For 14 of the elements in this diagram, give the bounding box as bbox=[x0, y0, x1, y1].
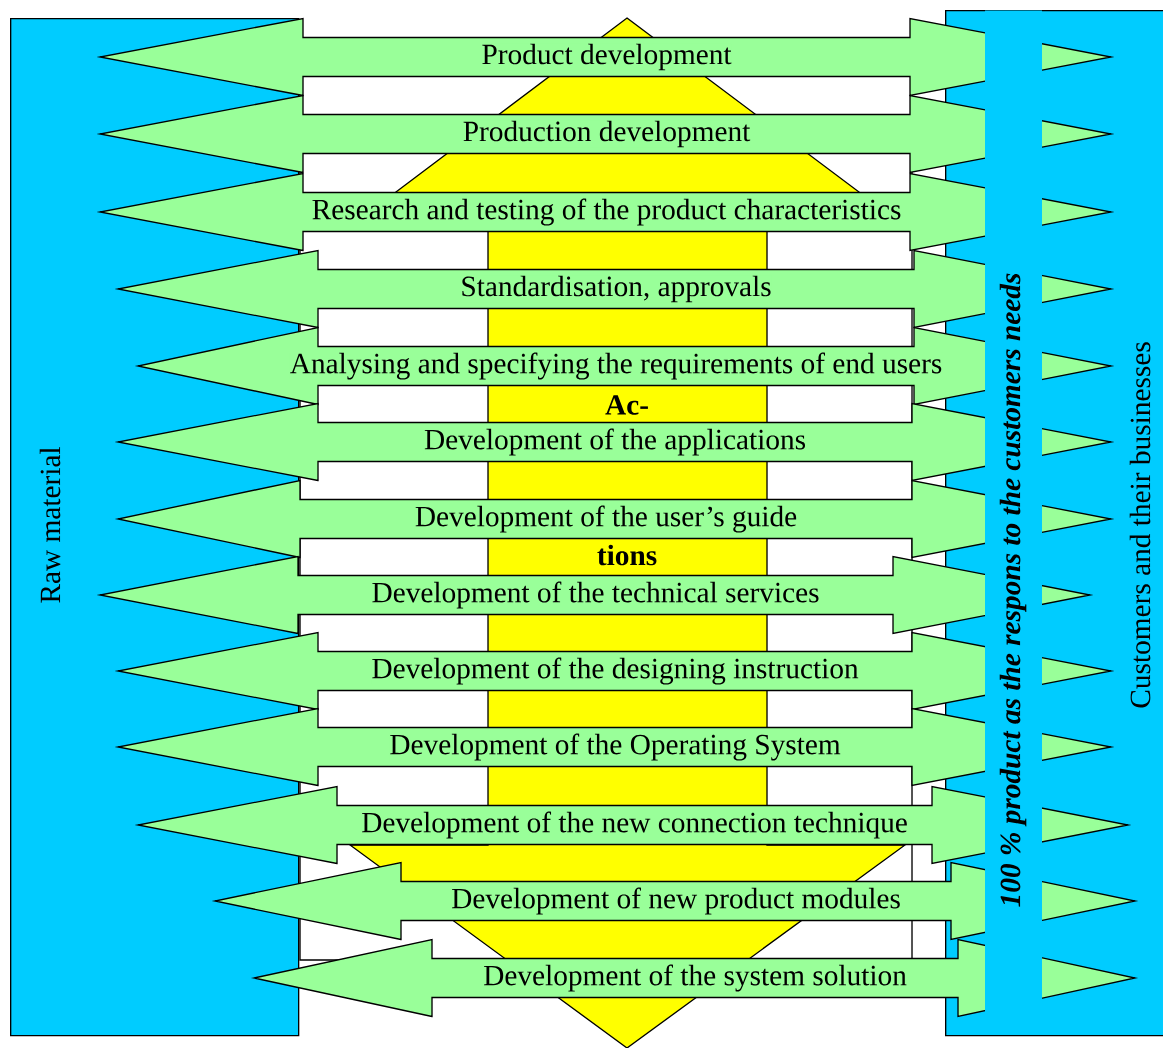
edge-label: Development of the user’s guide bbox=[414, 505, 798, 533]
edge-label: Product development bbox=[481, 43, 732, 71]
vertical-band: 100 % product as the respons to the customers needs bbox=[985, 10, 1042, 1035]
edge-label: Development of the designing instruction bbox=[371, 657, 859, 685]
edge-label: Development of the system solution bbox=[483, 964, 907, 992]
edge-label: Research and testing of the product characteristics bbox=[311, 198, 902, 226]
edge-label: Development of the technical services bbox=[371, 581, 820, 609]
edge-label: Standardisation, approvals bbox=[460, 275, 772, 303]
edge-label: Development of the applications bbox=[424, 428, 807, 456]
edge-label: Development of new product modules bbox=[451, 887, 901, 915]
node-label: 100 % product as the respons to the customers needs bbox=[999, 273, 1027, 907]
edge-label: Production development bbox=[462, 120, 751, 148]
edge-label: Development of the Operating System bbox=[389, 733, 841, 761]
edge-label: Development of the new connection technique bbox=[361, 811, 908, 839]
